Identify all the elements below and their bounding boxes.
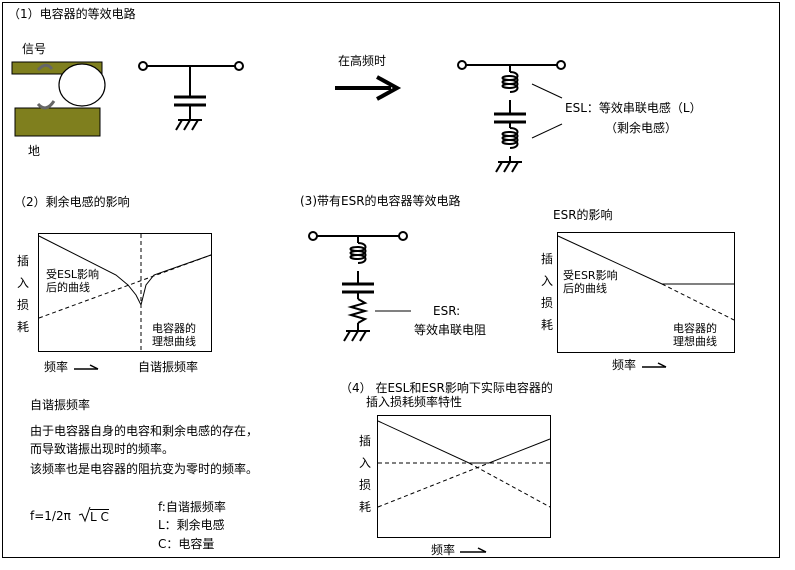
- section2-x-label: 频率: [44, 360, 69, 374]
- section3b-title: ESR的影响: [553, 208, 613, 222]
- y-label-char: 插: [16, 254, 29, 268]
- x-arrow-icon: [460, 547, 487, 553]
- esr-capacitor-circuit: [308, 231, 411, 342]
- y-label-char: 插: [540, 252, 553, 266]
- y-label-char: 损: [358, 478, 371, 492]
- x-arrow-icon: [74, 364, 99, 370]
- section2-ideal-label: 电容器的理想曲线: [152, 322, 196, 348]
- section3b-curve-label: 受ESR影响后的曲线: [563, 269, 618, 295]
- section4-y-axis-label: 插 入 损 耗: [358, 434, 372, 522]
- formula-def-l: L：剩余电感: [158, 518, 225, 532]
- srf-heading: 自谐振频率: [30, 398, 91, 412]
- y-label-char: 耗: [358, 500, 371, 514]
- section4-x-label: 频率: [431, 543, 456, 557]
- right-arrow: [335, 75, 402, 101]
- ideal-capacitor-circuit: [138, 61, 244, 131]
- esl-label: ESL：等效串联电感（L）: [565, 101, 702, 115]
- section2-curve-label: 受ESL影响后的曲线: [46, 268, 100, 294]
- signal-label: 信号: [22, 42, 47, 56]
- esl-sub-label: （剩余电感）: [605, 121, 678, 135]
- section2-title: （2）剩余电感的影响: [14, 195, 130, 209]
- esr-label: ESR:: [433, 304, 461, 318]
- ground-label: 地: [28, 144, 41, 158]
- sqrt-sign: [78, 506, 91, 523]
- section1-title: （1）电容器的等效电路: [8, 7, 136, 21]
- section3b-x-label: 频率: [612, 358, 637, 372]
- y-label-char: 损: [540, 296, 553, 310]
- srf-line3: 该频率也是电容器的阻抗变为零时的频率。: [30, 462, 259, 476]
- y-label-char: 损: [16, 298, 29, 312]
- y-label-char: 入: [540, 274, 553, 288]
- outer-frame: [2, 2, 780, 558]
- esr-effect-chart: [557, 232, 735, 353]
- srf-line1: 由于电容器自身的电容和剩余电感的存在，: [30, 424, 259, 438]
- y-label-char: 入: [16, 276, 29, 290]
- esl-capacitor-circuit: [457, 60, 566, 173]
- section2-y-axis-label: 插 入 损 耗: [16, 254, 30, 342]
- high-frequency-label: 在高频时: [338, 54, 387, 68]
- esr-sub-label: 等效串联电阻: [414, 323, 487, 337]
- section3-title: (3)带有ESR的电容器等效电路: [300, 194, 461, 208]
- section3b-y-axis-label: 插 入 损 耗: [540, 252, 554, 340]
- y-label-char: 入: [358, 456, 371, 470]
- y-label-char: 耗: [16, 320, 29, 334]
- formula-def-f: f:自谐振频率: [158, 500, 226, 514]
- srf-line2: 而导致谐振出现时的频率。: [30, 442, 175, 456]
- formula-left: f=1/2π: [30, 509, 71, 523]
- section4-title-line2: 插入损耗频率特性: [366, 395, 463, 409]
- y-label-char: 插: [358, 434, 371, 448]
- section3b-ideal-label: 电容器的理想曲线: [673, 322, 717, 348]
- section2-srf-label: 自谐振频率: [138, 360, 199, 374]
- combined-effect-chart: [377, 415, 551, 538]
- y-label-char: 耗: [540, 318, 553, 332]
- section4-title-line1: （4） 在ESL和ESR影响下实际电容器的: [340, 381, 553, 395]
- formula-def-c: C：电容量: [158, 537, 215, 551]
- formula-root: L C: [90, 509, 109, 524]
- x-arrow-icon: [642, 362, 667, 368]
- esl-effect-chart: [38, 233, 212, 352]
- capacitor-photo-illustration: [11, 61, 106, 137]
